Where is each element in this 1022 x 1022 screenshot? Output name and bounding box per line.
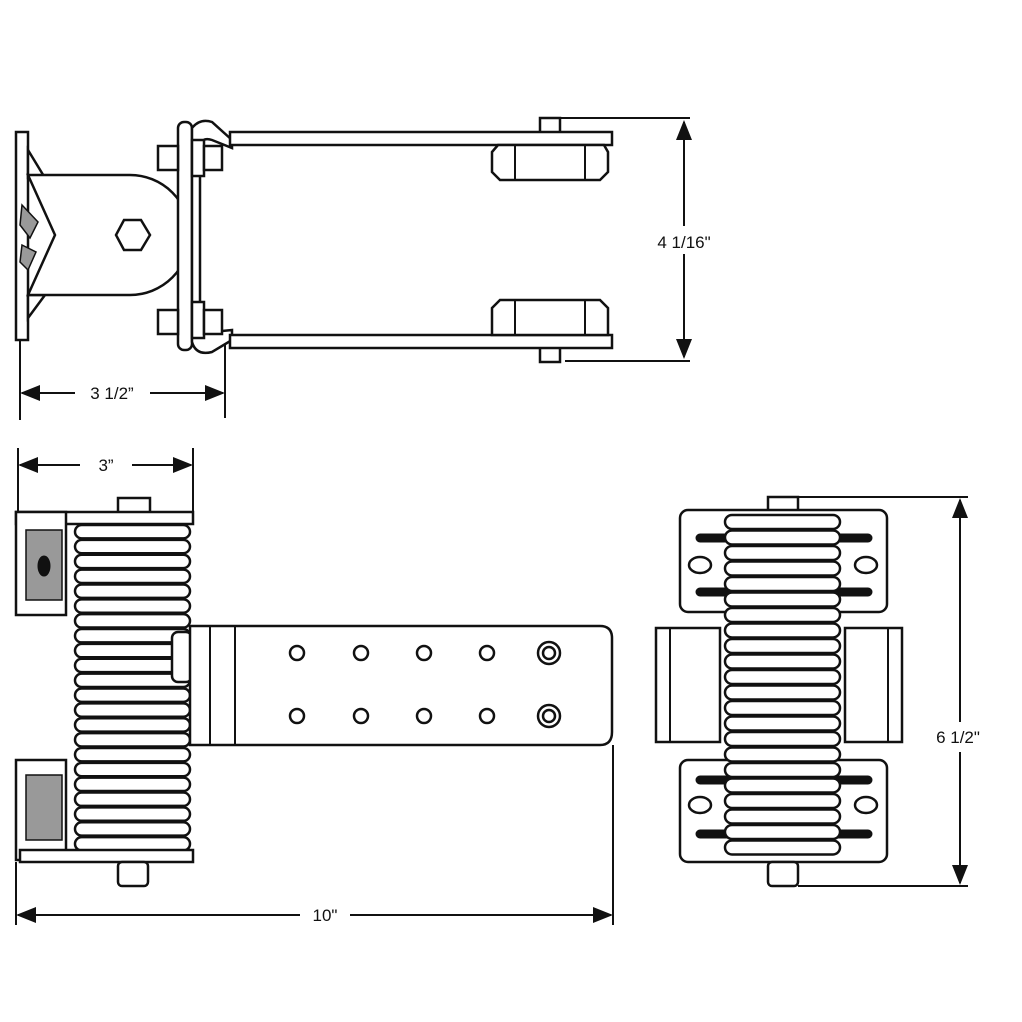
weld-detail	[19, 203, 39, 272]
hole	[687, 795, 713, 815]
spring-coil	[73, 523, 192, 540]
hole	[415, 707, 433, 725]
left-block	[654, 626, 722, 744]
spring-coil	[723, 699, 842, 717]
spring-coil	[73, 835, 192, 852]
spring-coil	[723, 746, 842, 763]
spring-coil	[73, 583, 192, 600]
spring-coil	[723, 529, 842, 546]
hole	[352, 707, 370, 725]
dim-label-side-width: 3”	[98, 456, 113, 475]
spring-coil	[73, 806, 192, 823]
hole	[288, 644, 306, 662]
top-pad	[490, 143, 610, 182]
spring-coil	[73, 702, 192, 718]
spring-coil	[73, 776, 192, 793]
arm-holes	[288, 640, 562, 729]
bottom-bolt	[116, 860, 150, 888]
spring-coil	[723, 575, 842, 593]
bottom-pad	[490, 298, 610, 337]
spring-coil	[73, 761, 192, 778]
spring-coil	[73, 568, 192, 585]
mounting-plate	[14, 130, 30, 342]
hole	[687, 555, 713, 575]
bottom-arm	[228, 333, 614, 350]
spring-coil	[723, 839, 842, 856]
spring-coil	[723, 668, 842, 686]
spring-coil	[73, 612, 192, 629]
spring-coil	[73, 716, 192, 733]
dim-label-overall-length: 10"	[313, 906, 338, 925]
u-channel	[26, 173, 192, 297]
spring-coil	[723, 777, 842, 794]
top-view	[14, 116, 614, 364]
dimension-top-depth	[19, 340, 226, 420]
spring-coil	[723, 637, 842, 655]
spring-coil	[73, 553, 192, 570]
hole	[478, 707, 496, 725]
spring-coil	[723, 730, 842, 748]
spring-coil	[723, 808, 842, 825]
hole	[415, 644, 433, 662]
bottom-nut-assembly	[156, 300, 224, 340]
spring-coil	[723, 823, 842, 841]
spring-coil	[723, 792, 842, 810]
spring-coil	[723, 560, 842, 577]
spring-coil	[723, 622, 842, 639]
dimension-overall-length	[15, 745, 614, 925]
bottom-bolt	[766, 860, 800, 888]
side-view	[14, 496, 614, 888]
end-view	[654, 495, 904, 888]
hex-bolt-icon	[114, 218, 152, 252]
spring-coil	[73, 731, 192, 748]
hole	[478, 644, 496, 662]
hole	[853, 795, 879, 815]
spring-coil	[723, 606, 842, 624]
top-arm	[228, 130, 614, 147]
dimension-side-width	[17, 448, 194, 512]
dim-label-top-depth: 3 1/2”	[90, 384, 134, 403]
spring-coil	[73, 538, 192, 555]
spring-coil	[723, 684, 842, 701]
spring-coil	[73, 598, 192, 614]
right-block	[843, 626, 904, 744]
spring	[723, 513, 842, 856]
spring-coil	[723, 653, 842, 670]
dimension-top-height	[560, 117, 692, 362]
spring-coil	[723, 761, 842, 779]
bottom-plate	[18, 848, 195, 864]
hole	[352, 644, 370, 662]
spring-coil	[723, 715, 842, 732]
hole	[541, 645, 557, 661]
hole	[541, 708, 557, 724]
hole	[288, 707, 306, 725]
hole	[853, 555, 879, 575]
spring-coil	[73, 821, 192, 837]
dim-label-top-height: 4 1/16"	[657, 233, 710, 252]
spring-coil	[723, 544, 842, 562]
spring	[73, 523, 192, 852]
spring-coil	[73, 791, 192, 808]
spring-coil	[723, 591, 842, 608]
clamp-plate	[176, 120, 194, 352]
spring-coil	[73, 687, 192, 704]
top-nut-assembly	[156, 138, 224, 178]
spring-coil	[723, 513, 842, 531]
dimension-end-height	[798, 496, 968, 887]
spring-coil	[73, 746, 192, 763]
dim-label-end-height: 6 1/2"	[936, 728, 980, 747]
